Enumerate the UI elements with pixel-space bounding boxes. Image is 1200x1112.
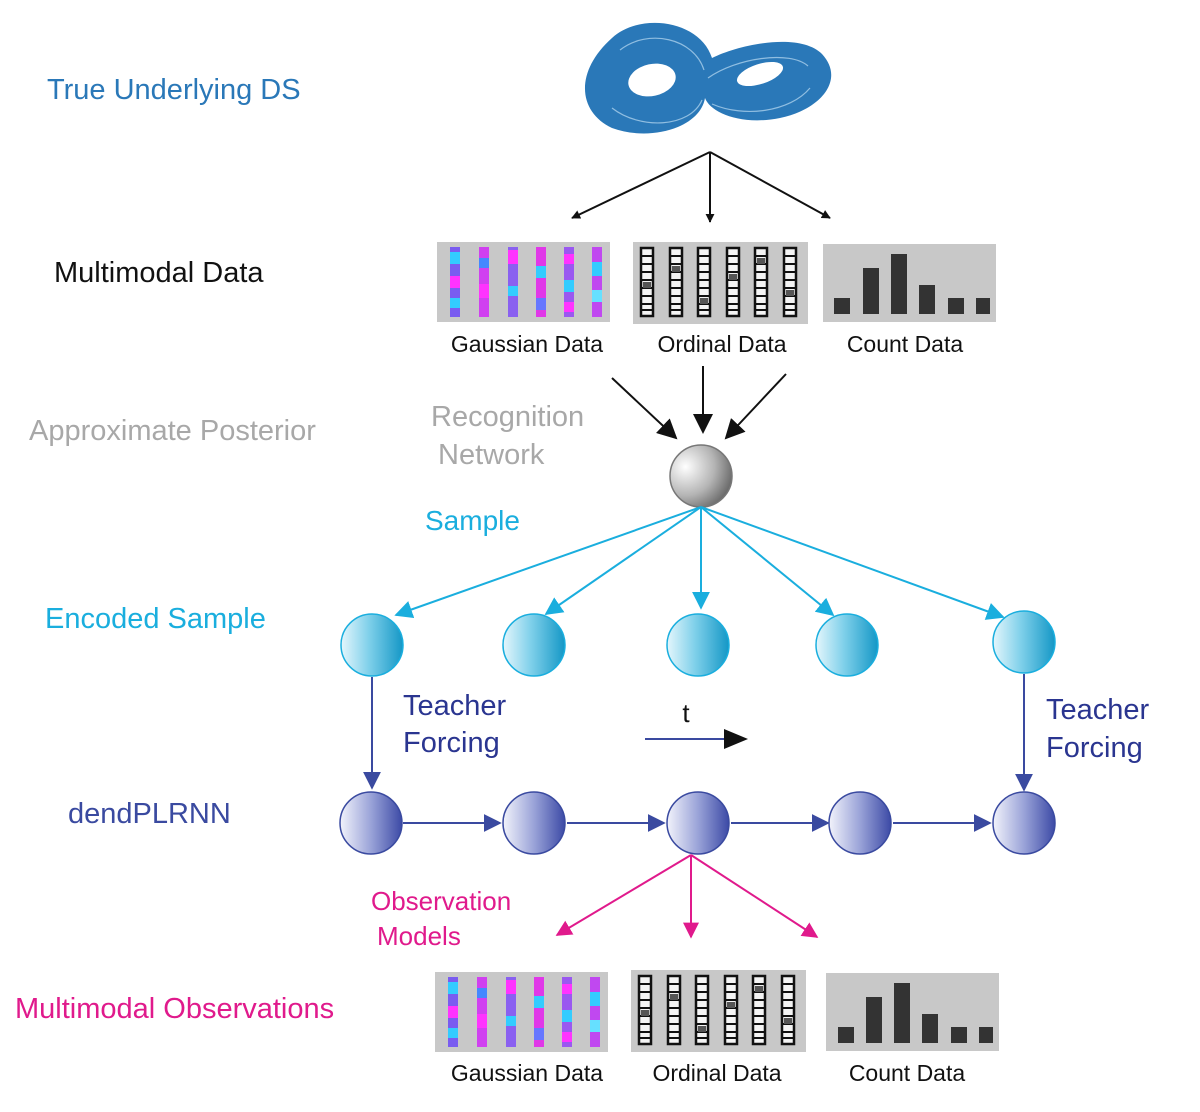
encoded-sample-label: Encoded Sample — [45, 603, 266, 635]
teacher-forcing-right-1: Teacher — [1046, 694, 1150, 726]
plrnn-node-5 — [992, 791, 1056, 855]
time-label: t — [682, 698, 690, 728]
observation-models-label-2: Models — [377, 921, 461, 951]
plrnn-node-1 — [339, 791, 403, 855]
teacher-forcing-left-1: Teacher — [403, 690, 507, 722]
encoded-node-4 — [815, 613, 879, 677]
multimodal-data-label: Multimodal Data — [54, 257, 264, 289]
true-ds-label: True Underlying DS — [47, 74, 301, 106]
ordinal-data-panel — [633, 242, 808, 324]
gaussian-obs-caption: Gaussian Data — [451, 1060, 603, 1086]
multimodal-obs-label: Multimodal Observations — [15, 993, 334, 1025]
time-arrow — [645, 729, 748, 749]
teacher-forcing-right-2: Forcing — [1046, 732, 1143, 764]
dendplrnn-label: dendPLRNN — [68, 798, 231, 830]
ordinal-obs-panel — [631, 970, 806, 1052]
recognition-network-label-2: Network — [438, 439, 545, 471]
recognition-network-label-1: Recognition — [431, 401, 584, 433]
ds-to-data-arrows — [571, 151, 831, 223]
teacher-forcing-arrows — [363, 674, 1033, 792]
encoded-node-3 — [666, 613, 730, 677]
ordinal-data-caption: Ordinal Data — [657, 331, 786, 357]
count-obs-caption: Count Data — [849, 1060, 966, 1086]
gaussian-obs-panel — [435, 972, 608, 1052]
plrnn-node-2 — [502, 791, 566, 855]
dendplrnn-nodes — [339, 791, 1056, 855]
count-data-caption: Count Data — [847, 331, 964, 357]
encoded-node-5 — [992, 610, 1056, 674]
plrnn-node-4 — [828, 791, 892, 855]
observation-arrows — [555, 854, 819, 939]
gaussian-data-panel — [437, 242, 610, 322]
encoded-sample-nodes — [340, 610, 1056, 677]
observation-models-label-1: Observation — [371, 886, 511, 916]
recognition-network-node — [669, 444, 733, 508]
encoded-node-1 — [340, 613, 404, 677]
plrnn-node-3 — [666, 791, 730, 855]
sample-label: Sample — [425, 505, 520, 536]
ordinal-obs-caption: Ordinal Data — [652, 1060, 781, 1086]
encoded-node-2 — [502, 613, 566, 677]
sample-arrows — [394, 506, 1005, 620]
data-to-recognition-arrows — [611, 366, 787, 440]
count-obs-panel — [826, 973, 999, 1051]
approx-posterior-label: Approximate Posterior — [29, 415, 316, 447]
count-data-panel — [823, 244, 996, 322]
teacher-forcing-left-2: Forcing — [403, 727, 500, 759]
gaussian-data-caption: Gaussian Data — [451, 331, 603, 357]
lorenz-attractor-icon — [584, 22, 832, 134]
